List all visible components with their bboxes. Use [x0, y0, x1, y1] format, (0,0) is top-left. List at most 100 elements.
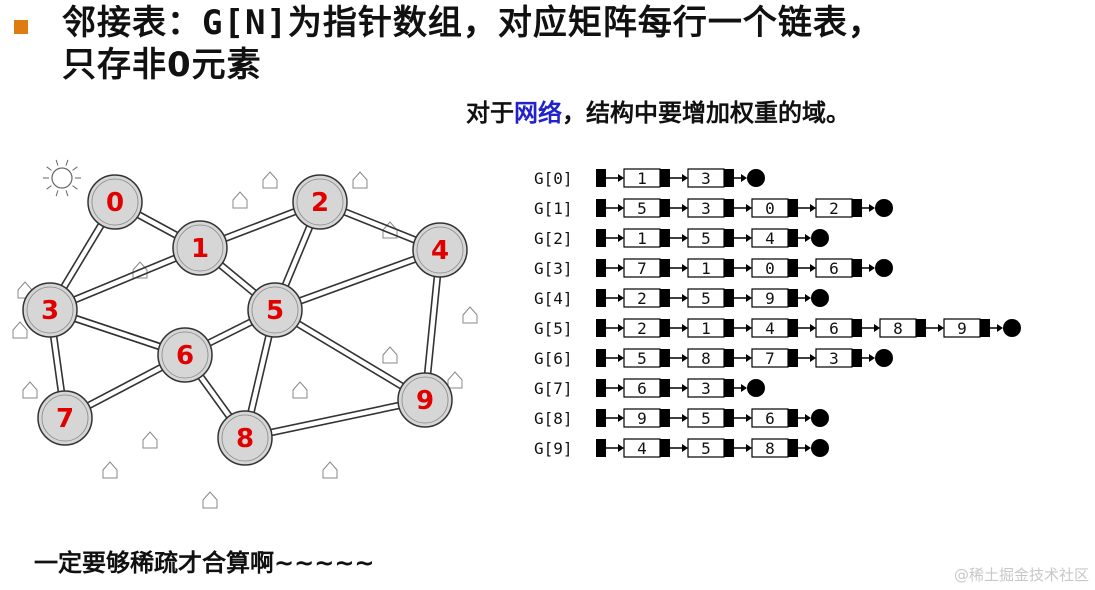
graph-node: 4: [412, 222, 468, 278]
house-sketch: [382, 221, 398, 239]
adjacency-row-label: G[0]: [534, 169, 573, 188]
list-node-pointer-cell: [724, 319, 734, 337]
road-edge: [244, 396, 425, 436]
graph-node: 9: [397, 372, 453, 428]
sun-ray-sketch: [46, 185, 52, 190]
house-sketch: [462, 306, 478, 324]
list-node-pointer-cell: [980, 319, 990, 337]
graph-node: 0: [87, 174, 143, 230]
sun-ray-sketch: [72, 185, 78, 190]
adjacency-row-label: G[8]: [534, 409, 573, 428]
list-node-pointer-cell: [660, 349, 670, 367]
house-sketch: [142, 431, 158, 449]
adjacency-row-label: G[7]: [534, 379, 573, 398]
head-pointer-cell: [596, 259, 606, 277]
map-roads: [46, 198, 444, 442]
list-node-value: 4: [765, 229, 775, 248]
sun-ray-sketch: [55, 159, 59, 166]
list-node-value: 5: [701, 289, 711, 308]
arrow-head-icon: [805, 444, 811, 452]
list-node-pointer-cell: [660, 259, 670, 277]
arrow-head-icon: [618, 444, 624, 452]
graph-node-circle: [157, 327, 213, 383]
list-node-pointer-cell: [660, 379, 670, 397]
road-edge: [273, 311, 424, 404]
arrow-head-icon: [746, 414, 752, 422]
adjacency-row-label: G[2]: [534, 229, 573, 248]
list-node-pointer-cell: [660, 289, 670, 307]
arrow-head-icon: [618, 264, 624, 272]
network-note-after: ，结构中要增加权重的域。: [562, 99, 850, 127]
heading-code: G[N]: [202, 3, 288, 43]
graph-node-inner-ring: [41, 394, 89, 442]
arrow-head-icon: [741, 174, 747, 182]
arrow-head-icon: [746, 234, 752, 242]
list-node-pointer-cell: [724, 439, 734, 457]
road-edge: [273, 246, 440, 308]
graph-node-circle: [172, 220, 228, 276]
list-node-value: 4: [765, 319, 775, 338]
house-sketch: [102, 461, 118, 479]
house-sketch: [322, 461, 338, 479]
null-terminator-icon: [811, 289, 829, 307]
list-node-pointer-cell: [724, 289, 734, 307]
road-edge: [245, 402, 426, 442]
house-sketch: [202, 491, 218, 509]
arrow-head-icon: [746, 324, 752, 332]
graph-node-label: 0: [106, 188, 124, 218]
graph-node-label: 5: [266, 296, 284, 326]
network-note-highlight: 网络: [514, 99, 562, 127]
list-node-value: 9: [765, 289, 775, 308]
graph-node-circle: [292, 174, 348, 230]
head-pointer-cell: [596, 349, 606, 367]
list-node-pointer-cell: [788, 409, 798, 427]
graph-node-inner-ring: [176, 224, 224, 272]
list-node-value: 9: [637, 409, 647, 428]
null-terminator-icon: [875, 199, 893, 217]
list-node-pointer-cell: [724, 229, 734, 247]
heading-line2: 只存非0元素: [62, 45, 262, 85]
sun-ray-sketch: [65, 190, 69, 197]
arrow-head-icon: [746, 354, 752, 362]
arrow-head-icon: [618, 354, 624, 362]
list-node-value: 7: [637, 259, 647, 278]
graph-node-circle: [37, 390, 93, 446]
arrow-head-icon: [805, 414, 811, 422]
list-node-value: 3: [701, 379, 711, 398]
list-node-value: 3: [701, 199, 711, 218]
list-node-pointer-cell: [852, 199, 862, 217]
graph-node-inner-ring: [221, 414, 269, 462]
house-sketch: [12, 321, 28, 339]
arrow-head-icon: [682, 204, 688, 212]
arrow-head-icon: [810, 324, 816, 332]
arrow-head-icon: [746, 294, 752, 302]
list-node-value: 8: [701, 349, 711, 368]
list-node-pointer-cell: [852, 259, 862, 277]
graph-node-inner-ring: [416, 226, 464, 274]
head-pointer-cell: [596, 289, 606, 307]
sun-ray-sketch: [55, 190, 59, 197]
graph-node-inner-ring: [251, 286, 299, 334]
list-node-pointer-cell: [788, 319, 798, 337]
list-node-value: 3: [701, 169, 711, 188]
graph-node: 7: [37, 390, 93, 446]
list-node-pointer-cell: [852, 349, 862, 367]
arrow-head-icon: [869, 264, 875, 272]
head-pointer-cell: [596, 439, 606, 457]
footer-note: 一定要够稀疏才合算啊~~~~~: [34, 549, 375, 577]
list-node-value: 2: [637, 319, 647, 338]
arrow-head-icon: [746, 444, 752, 452]
list-node-pointer-cell: [660, 199, 670, 217]
arrow-head-icon: [869, 354, 875, 362]
arrow-head-icon: [618, 204, 624, 212]
graph-node-inner-ring: [26, 286, 74, 334]
list-node-value: 5: [637, 199, 647, 218]
house-sketch: [262, 171, 278, 189]
bullet-square-icon: [14, 20, 28, 34]
